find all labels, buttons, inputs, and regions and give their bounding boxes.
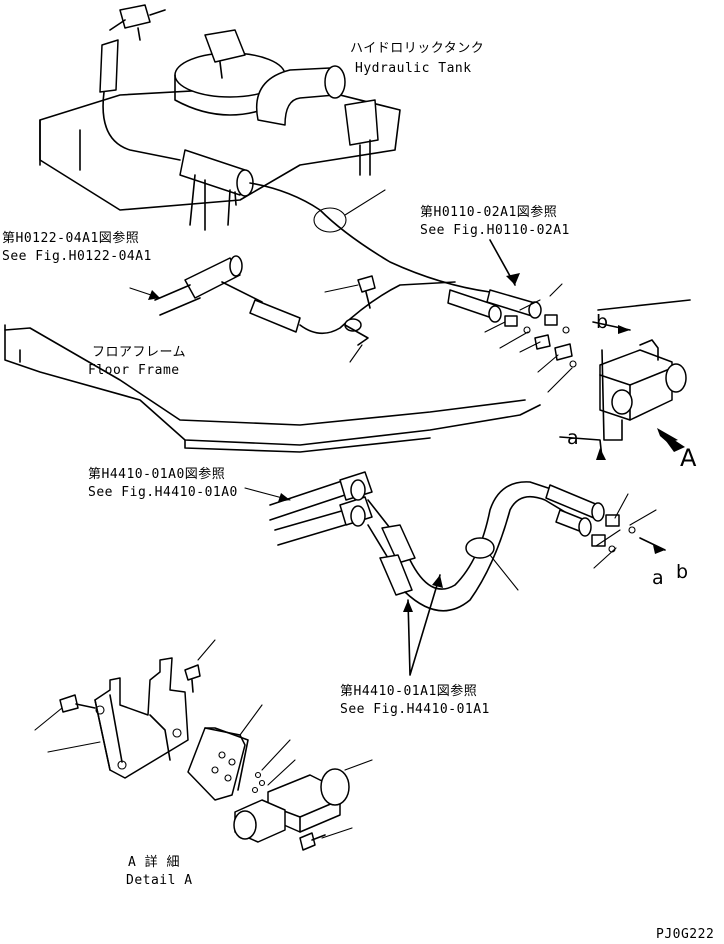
marker-b-lower: b bbox=[676, 561, 688, 583]
label-ref-h0110-en: See Fig.H0110-02A1 bbox=[420, 223, 570, 238]
marker-view-a: A bbox=[680, 444, 697, 472]
label-ref-h0122-en: See Fig.H0122-04A1 bbox=[2, 249, 152, 264]
label-hydraulic-tank-en: Hydraulic Tank bbox=[355, 61, 472, 76]
hose-assembly-left bbox=[154, 255, 456, 363]
floor-frame bbox=[4, 324, 541, 453]
label-ref-h0122-jp: 第H0122-04A1図参照 bbox=[2, 230, 139, 246]
label-detail-a-en: Detail A bbox=[126, 873, 193, 888]
label-ref-h0110-jp: 第H0110-02A1図参照 bbox=[420, 204, 557, 220]
label-ref-h4410-a1-en: See Fig.H4410-01A1 bbox=[340, 702, 490, 717]
label-ref-h4410-a0-en: See Fig.H4410-01A0 bbox=[88, 485, 238, 500]
label-ref-h4410-a0-jp: 第H4410-01A0図参照 bbox=[88, 466, 225, 482]
label-ref-h4410-a1-jp: 第H4410-01A1図参照 bbox=[340, 683, 477, 699]
marker-a-lower: a bbox=[652, 567, 664, 589]
label-hydraulic-tank-jp: ハイドロリックタンク bbox=[350, 41, 484, 56]
label-floor-frame-jp: フロアフレーム bbox=[92, 345, 186, 360]
hydraulic-tank bbox=[39, 4, 401, 231]
hose-assembly-lower bbox=[244, 471, 666, 676]
marker-b-top: b bbox=[596, 311, 608, 333]
fittings-center bbox=[129, 239, 577, 393]
detail-a-exploded-view bbox=[34, 639, 373, 851]
label-detail-a-jp: A 詳 細 bbox=[128, 854, 180, 870]
drawing-code: PJ0G222 bbox=[656, 927, 714, 942]
marker-a-right: a bbox=[567, 427, 579, 449]
solenoid-valve bbox=[559, 299, 691, 460]
label-floor-frame-en: Floor Frame bbox=[88, 363, 180, 378]
